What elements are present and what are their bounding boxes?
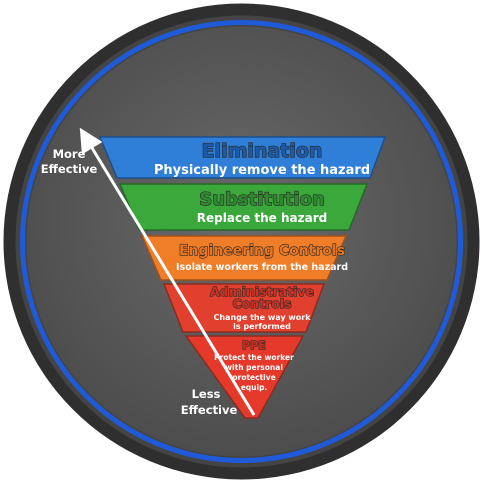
substitution-subtitle: Replace the hazard	[197, 211, 327, 225]
elimination-subtitle: Physically remove the hazard	[154, 163, 370, 178]
effectiveness-arrow	[79, 127, 256, 416]
administrative-title-2: Controls	[232, 296, 291, 311]
more-label-1: More	[53, 147, 86, 161]
ppe-subtitle-4: equip.	[241, 383, 268, 392]
engineering-title: Engineering Controls	[179, 243, 345, 259]
band-elimination	[98, 136, 387, 179]
less-label-1: Less	[192, 387, 221, 401]
administrative-subtitle-1: Change the way work	[213, 313, 311, 322]
ppe-title: PPE	[242, 339, 266, 352]
engineering-subtitle: Isolate workers from the hazard	[176, 262, 348, 273]
band-administrative	[162, 283, 326, 333]
ppe-subtitle-3: protective	[232, 373, 275, 382]
band-ppe	[184, 335, 305, 419]
ppe-subtitle-2: with personal	[225, 363, 283, 372]
elimination-title: Elimination	[202, 140, 323, 162]
ppe-subtitle-1: Protect the worker	[214, 353, 294, 362]
administrative-title-1: Administrative	[210, 284, 314, 299]
more-label-2: Effective	[41, 162, 98, 176]
band-engineering	[140, 235, 348, 281]
blue-ring	[20, 20, 463, 463]
substitution-title: Substitution	[199, 189, 325, 210]
administrative-subtitle-2: is performed	[233, 322, 291, 331]
triangle-bands	[98, 136, 387, 419]
less-label-2: Effective	[181, 403, 238, 417]
